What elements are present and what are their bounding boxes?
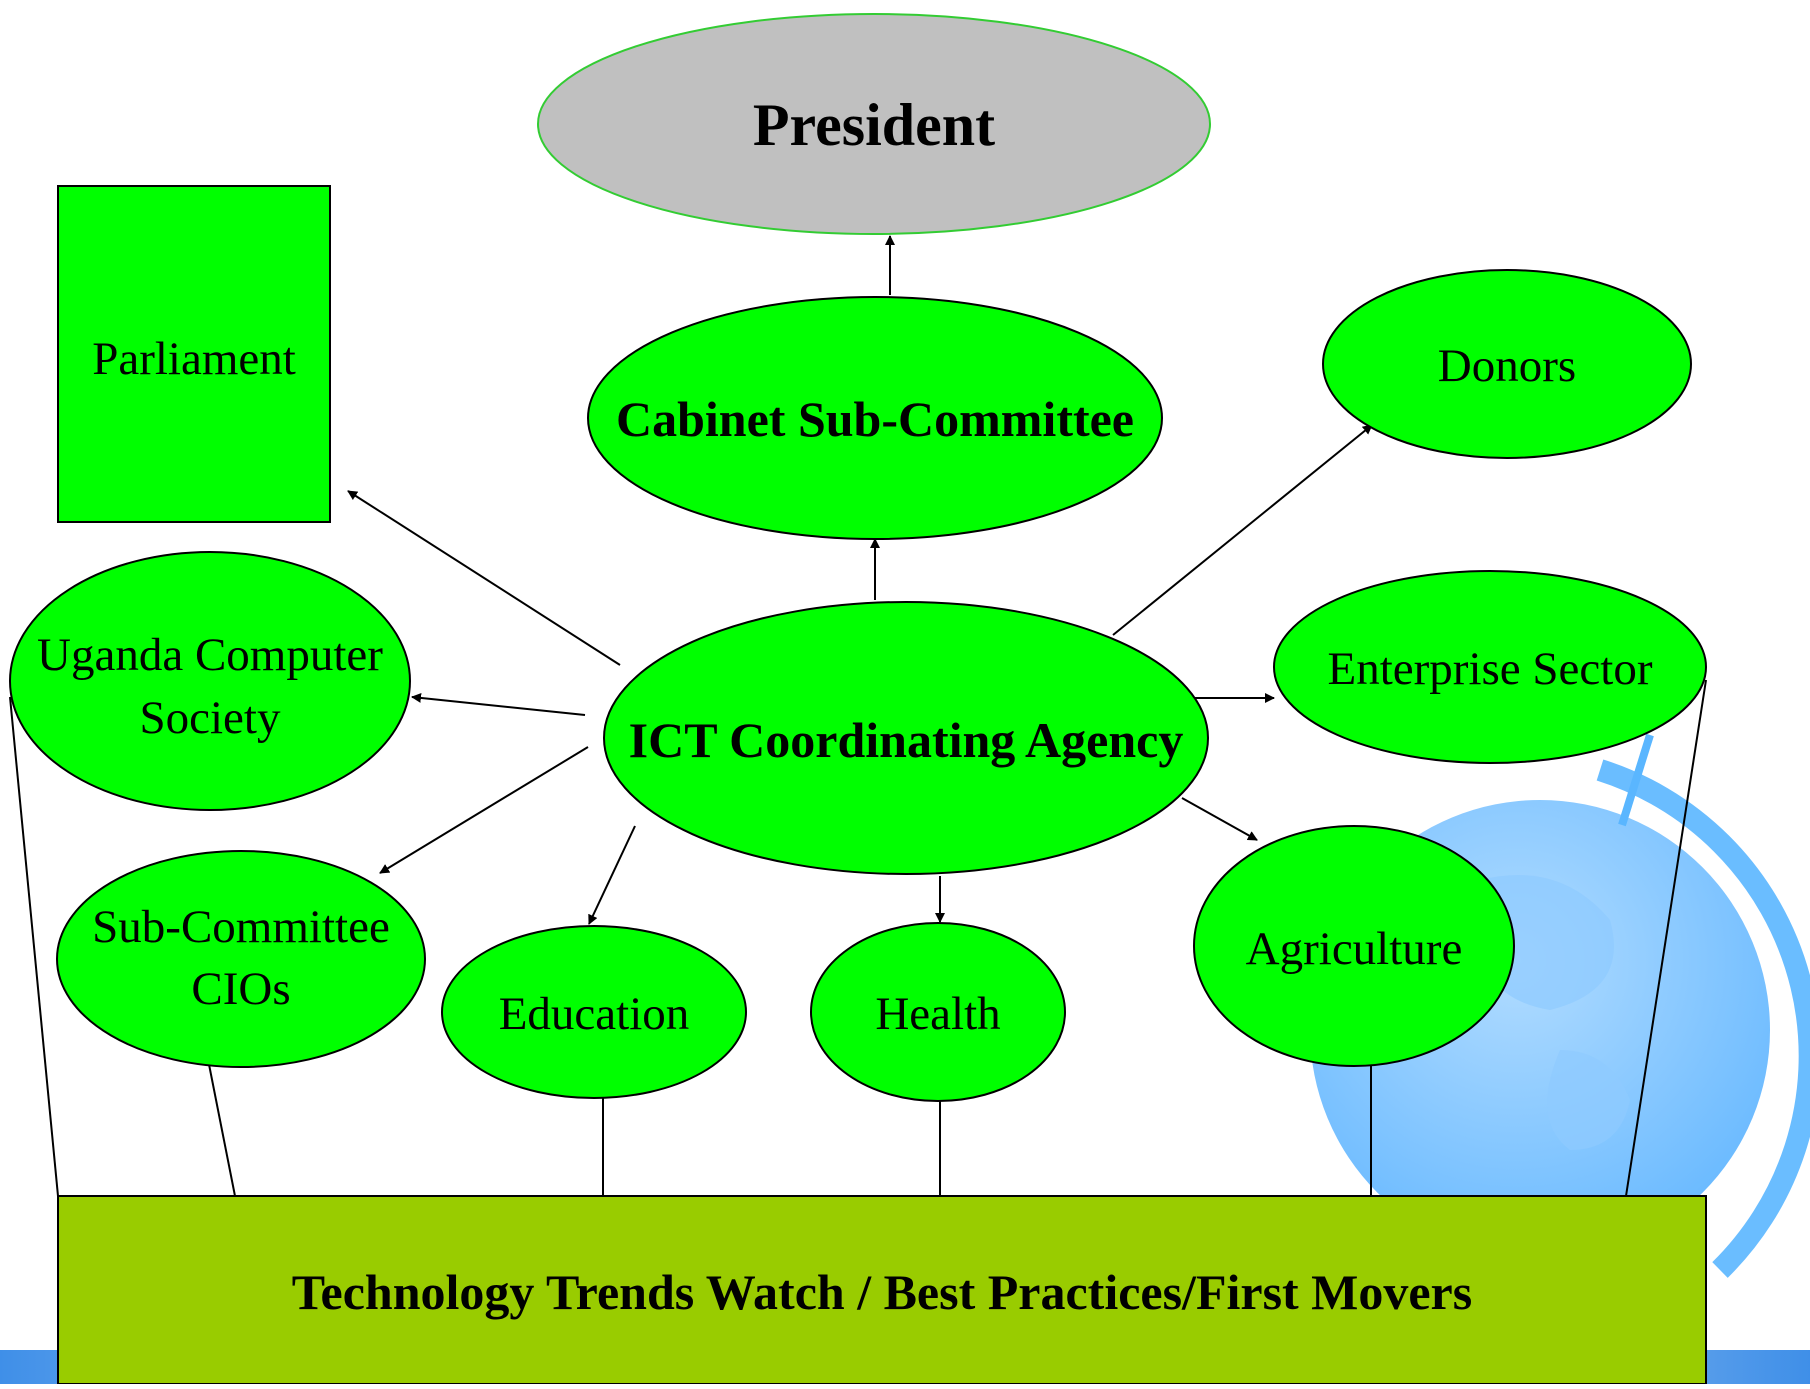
arrow-ict-to-parliament (347, 490, 621, 666)
donors-label: Donors (1438, 340, 1576, 392)
node-sub-committee-cios: Sub-Committee CIOs (56, 850, 426, 1068)
arrow-ict-to-ucs (411, 692, 586, 716)
line-enterprise-to-bar (1625, 679, 1707, 1197)
node-parliament: Parliament (57, 185, 331, 523)
node-president: President (537, 13, 1211, 235)
node-uganda-computer-society: Uganda Computer Society (9, 551, 411, 811)
agriculture-label: Agriculture (1246, 923, 1463, 975)
arrow-ict-to-donors (1112, 424, 1373, 636)
connectors (9, 235, 1707, 1212)
health-label: Health (875, 988, 1000, 1040)
line-ucs-to-bar (9, 696, 59, 1197)
ucs-label-line2: Society (140, 692, 281, 744)
node-agriculture: Agriculture (1193, 825, 1515, 1067)
arrow-ict-to-agriculture (1181, 797, 1258, 841)
node-ict-coordinating-agency: ICT Coordinating Agency (603, 601, 1209, 875)
cios-label-line1: Sub-Committee (92, 901, 390, 953)
parliament-label: Parliament (92, 333, 296, 385)
node-cabinet-sub-committee: Cabinet Sub-Committee (587, 296, 1163, 540)
technology-trends-label: Technology Trends Watch / Best Practices… (292, 1264, 1472, 1320)
ucs-label-line1: Uganda Computer (37, 629, 383, 681)
education-label: Education (499, 988, 690, 1040)
node-donors: Donors (1322, 269, 1692, 459)
ict-label: ICT Coordinating Agency (629, 712, 1184, 768)
president-label: President (753, 92, 995, 158)
technology-trends-bar: Technology Trends Watch / Best Practices… (57, 1195, 1707, 1385)
cabinet-label: Cabinet Sub-Committee (616, 391, 1134, 447)
arrow-ict-to-cios (379, 746, 589, 874)
node-education: Education (441, 925, 747, 1099)
enterprise-label: Enterprise Sector (1328, 643, 1653, 695)
node-enterprise-sector: Enterprise Sector (1273, 570, 1707, 764)
arrow-ict-to-education (588, 825, 636, 925)
cios-label-line2: CIOs (191, 963, 290, 1015)
node-health: Health (810, 922, 1066, 1102)
